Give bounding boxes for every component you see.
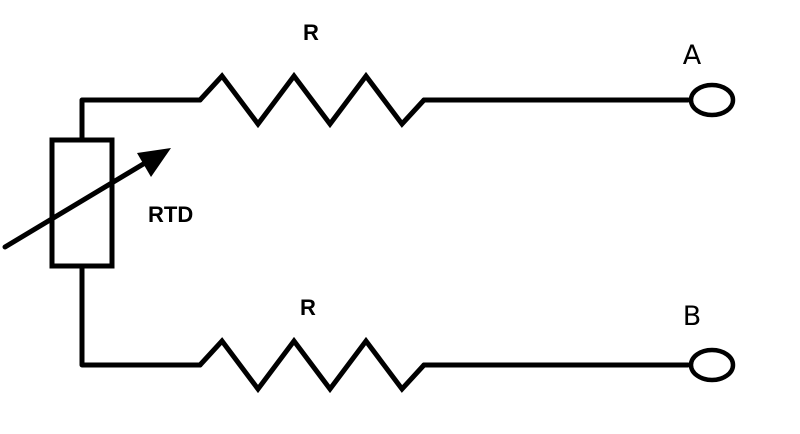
rtd-label: RTD xyxy=(148,202,193,227)
top-branch xyxy=(79,71,736,143)
variable-arrow xyxy=(2,157,153,250)
resistor-bottom xyxy=(197,336,427,394)
bottom-left-wire xyxy=(79,263,203,368)
bottom-branch xyxy=(79,263,736,394)
terminal-b[interactable] xyxy=(688,347,736,383)
terminal-b-label: B xyxy=(683,301,702,332)
rtd-element xyxy=(2,137,171,269)
rtd-body xyxy=(49,137,115,269)
resistor-bottom-label: R xyxy=(300,295,316,320)
terminal-a[interactable] xyxy=(688,82,736,118)
arrow-head-icon xyxy=(137,148,171,177)
terminal-a-label: A xyxy=(683,40,702,71)
resistor-top-label: R xyxy=(303,20,319,45)
top-left-wire xyxy=(79,97,203,143)
resistor-top xyxy=(197,71,427,129)
